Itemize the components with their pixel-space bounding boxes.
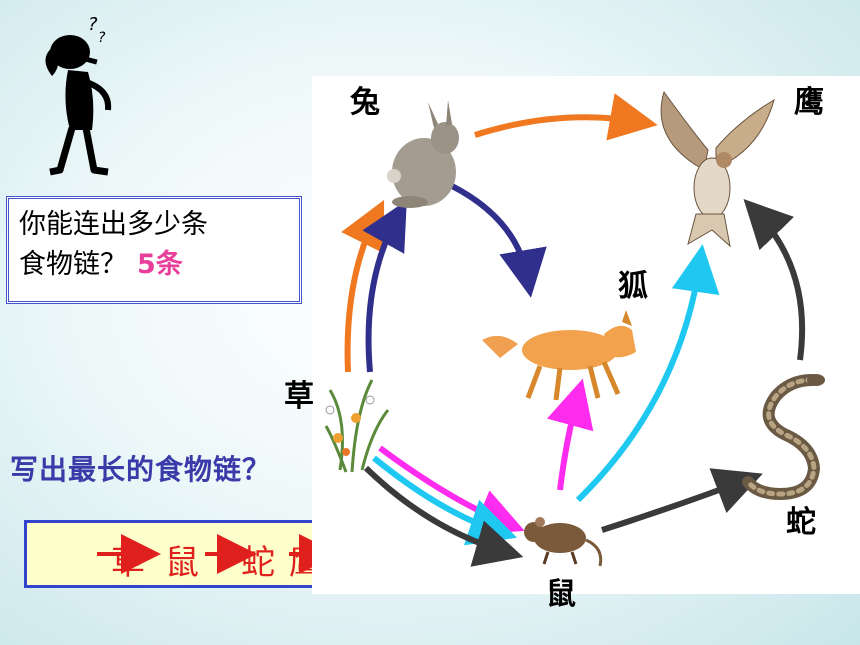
label-hawk: 鹰: [794, 85, 824, 120]
longest-chain-question: 写出最长的食物链？: [10, 453, 272, 486]
arrow-mouse-to-hawk: [575, 244, 720, 503]
arrow-mouse-to-fox: [546, 378, 594, 491]
label-snake: 蛇: [786, 505, 816, 540]
label-mouse: 鼠: [546, 577, 576, 612]
thinking-figure-icon: ? ?: [45, 14, 112, 176]
label-fox: 狐: [618, 269, 648, 304]
svg-text:?: ?: [98, 30, 106, 46]
question-line-2: 食物链？ 5条: [19, 245, 289, 285]
svg-text:?: ?: [88, 14, 98, 35]
label-rabbit: 兔: [350, 85, 380, 120]
question-line-1: 你能连出多少条: [19, 209, 208, 240]
fox-icon: [482, 310, 636, 401]
arrow-snake-to-hawk: [743, 199, 806, 361]
arrow-rabbit-to-hawk: [474, 93, 658, 141]
chain-step-grass: 草: [111, 543, 145, 583]
grass-icon: [324, 379, 390, 473]
arrow-grass-to-mouse-dark: [363, 465, 524, 567]
arrow-mouse-to-snake: [601, 468, 763, 533]
snake-icon: [742, 374, 825, 501]
question-box: 你能连出多少条 食物链？ 5条: [6, 196, 302, 304]
label-grass: 草: [284, 379, 314, 414]
arrow-rabbit-to-fox: [450, 183, 547, 298]
arrow-grass-to-mouse-magenta: [378, 445, 525, 535]
food-web-diagram: [324, 90, 825, 567]
question-line-2-text: 食物链？: [19, 249, 127, 280]
chain-step-mouse: 鼠: [165, 543, 199, 583]
rabbit-icon: [387, 100, 459, 208]
answer-count: 5条: [137, 249, 183, 280]
chain-step-snake: 蛇: [241, 543, 275, 583]
arrow-grass-to-rabbit-navy: [362, 200, 407, 373]
food-web-panel: [312, 76, 860, 594]
hawk-icon: [660, 90, 775, 248]
mouse-icon: [524, 517, 603, 567]
